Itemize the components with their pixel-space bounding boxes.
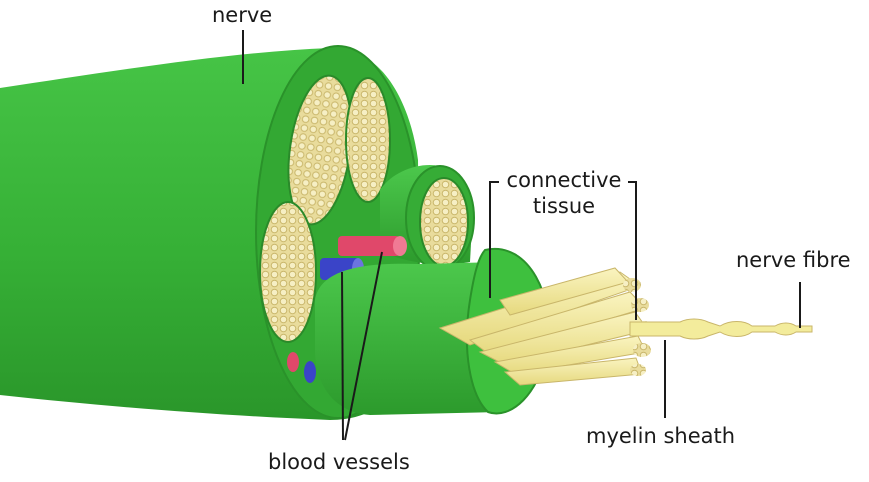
label-nerve: nerve bbox=[212, 3, 273, 27]
blood-vessel-red-small bbox=[287, 352, 299, 372]
leader-blood-2 bbox=[344, 251, 383, 441]
leader-blood-1 bbox=[341, 271, 344, 441]
fascicle bbox=[259, 201, 317, 343]
label-connective-tissue: connective tissue bbox=[500, 170, 628, 217]
single-nerve-fibre bbox=[629, 318, 813, 340]
leader-connective-left bbox=[489, 181, 499, 298]
fascicle bbox=[345, 77, 391, 203]
leader-connective-right bbox=[628, 181, 637, 320]
label-connective-line2: tissue bbox=[532, 194, 596, 218]
nerve-fibre-bundle bbox=[438, 267, 653, 386]
label-nerve-fibre: nerve fibre bbox=[736, 248, 851, 272]
blood-vessel-blue-small bbox=[304, 361, 316, 383]
label-connective-line1: connective bbox=[506, 168, 622, 192]
label-myelin-sheath: myelin sheath bbox=[586, 424, 736, 448]
label-blood-vessels: blood vessels bbox=[268, 450, 410, 474]
blood-vessel-red bbox=[338, 236, 407, 256]
fascicle bbox=[419, 177, 469, 267]
